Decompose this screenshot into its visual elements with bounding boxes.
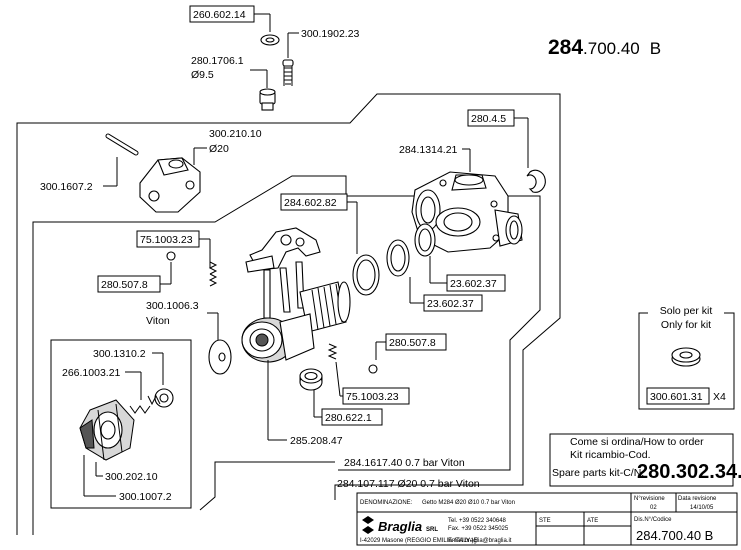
label-280-507-8-a: 280.507.8 <box>101 279 148 291</box>
ball-part-a <box>166 251 176 261</box>
bushing-part <box>299 368 323 391</box>
label-300-1006-3: 300.1006.3 <box>146 300 199 312</box>
tb-tel: Tel. +39 0522 340648 <box>448 518 507 524</box>
valve-body-part <box>411 171 523 253</box>
label-280-1706-1: 280.1706.1 <box>191 55 244 67</box>
kit-title-it: Solo per kit <box>660 305 713 317</box>
order-box <box>549 433 734 487</box>
label-diameter-9-5: Ø9.5 <box>191 69 214 81</box>
tb-denominazione: Getto M284 Ø20 Ø10 0.7 bar Viton <box>422 500 515 506</box>
tb-revision-date-label: Data revisione <box>678 496 717 502</box>
order-line2: Kit ricambio-Cod. <box>570 449 651 461</box>
tb-email: Email braglia@braglia.it <box>448 538 512 544</box>
kit-title-en: Only for kit <box>661 319 711 331</box>
order-line1: Come si ordina/How to order <box>570 436 704 448</box>
label-23-602-37-b: 23.602.37 <box>427 298 474 310</box>
tb-revision: 02 <box>650 505 657 511</box>
pin-part <box>105 133 139 156</box>
tb-drawing-label: Dis.N°/Codice <box>634 517 672 523</box>
label-box-280-622-1 <box>321 408 383 426</box>
label-260-602-14: 260.602.14 <box>193 9 246 21</box>
tb-drawing-code: 284.700.40 B <box>636 528 713 543</box>
tb-ste: STE <box>539 518 551 524</box>
label-box-23-602-37-a <box>446 274 506 292</box>
label-box-75-1003-23-b <box>342 387 410 405</box>
label-75-1003-23-a: 75.1003.23 <box>140 234 193 246</box>
kit-quantity: X4 <box>713 391 726 403</box>
circlip-part <box>526 169 546 193</box>
label-284-107-117: 284.107.117 Ø20 0.7 bar Viton <box>337 478 480 490</box>
drawing-number-main: 284 <box>548 36 583 59</box>
drawing-number-rest: .700.40 <box>583 39 640 58</box>
clamp-part <box>139 157 201 213</box>
screw-part <box>282 59 294 86</box>
tb-revision-date: 14/10/05 <box>690 505 714 511</box>
tb-denominazione-label: DENOMINAZIONE: <box>360 500 413 506</box>
label-23-602-37-a: 23.602.37 <box>450 278 497 290</box>
label-280-507-8-b: 280.507.8 <box>389 337 436 349</box>
label-280-622-1: 280.622.1 <box>325 412 372 424</box>
label-diameter-20: Ø20 <box>209 143 229 155</box>
inner-outline <box>199 461 335 511</box>
drawing-number: 284.700.40 B <box>548 36 661 59</box>
label-300-1310-2: 300.1310.2 <box>93 348 146 360</box>
nozzle-part <box>259 88 276 111</box>
label-284-1617-40: 284.1617.40 0.7 bar Viton <box>344 457 465 469</box>
label-300-202-10: 300.202.10 <box>105 471 158 483</box>
assembly-outline <box>16 93 561 535</box>
label-75-1003-23-b: 75.1003.23 <box>346 391 399 403</box>
spring-part-a <box>208 261 218 287</box>
label-284-602-82: 284.602.82 <box>284 197 337 209</box>
kit-part-box <box>646 387 710 405</box>
label-300-1607-2: 300.1607.2 <box>40 181 93 193</box>
tb-address: I-42029 Masone (REGGIO EMILIA-ITALY-)E <box>360 538 478 544</box>
braglia-logo-icon <box>362 516 374 534</box>
core-assembly-part <box>241 227 351 363</box>
kit-washer-part <box>671 347 701 367</box>
drawing-number-rev: B <box>650 39 661 58</box>
tb-fax: Fax. +39 0522 345025 <box>448 526 509 532</box>
label-280-4-5: 280.4.5 <box>471 113 506 125</box>
knob-assembly-part <box>79 388 174 461</box>
tb-company-suffix: SRL <box>426 527 438 533</box>
label-box-23-602-37-b <box>423 294 483 312</box>
label-300-210-10: 300.210.10 <box>209 128 262 140</box>
order-kit-code: 280.302.34. <box>637 461 741 483</box>
tb-company: Braglia <box>378 519 422 534</box>
label-viton: Viton <box>146 315 170 327</box>
label-285-208-47: 285.208.47 <box>290 435 343 447</box>
order-line3: Spare parts kit-C/N. <box>552 467 644 479</box>
label-266-1003-21: 266.1003.21 <box>62 367 121 379</box>
title-block <box>356 492 738 546</box>
label-284-1314-21: 284.1314.21 <box>399 144 458 156</box>
label-300-1902-23: 300.1902.23 <box>301 28 360 40</box>
kit-part-number: 300.601.31 <box>650 391 703 403</box>
label-box-280-507-8-b <box>385 333 447 351</box>
tb-ate: ATE <box>587 518 598 524</box>
tb-revision-label: N°revisione <box>634 496 665 502</box>
ball-part-b <box>368 364 378 374</box>
label-300-1007-2: 300.1007.2 <box>119 491 172 503</box>
spring-part-b <box>327 343 338 360</box>
